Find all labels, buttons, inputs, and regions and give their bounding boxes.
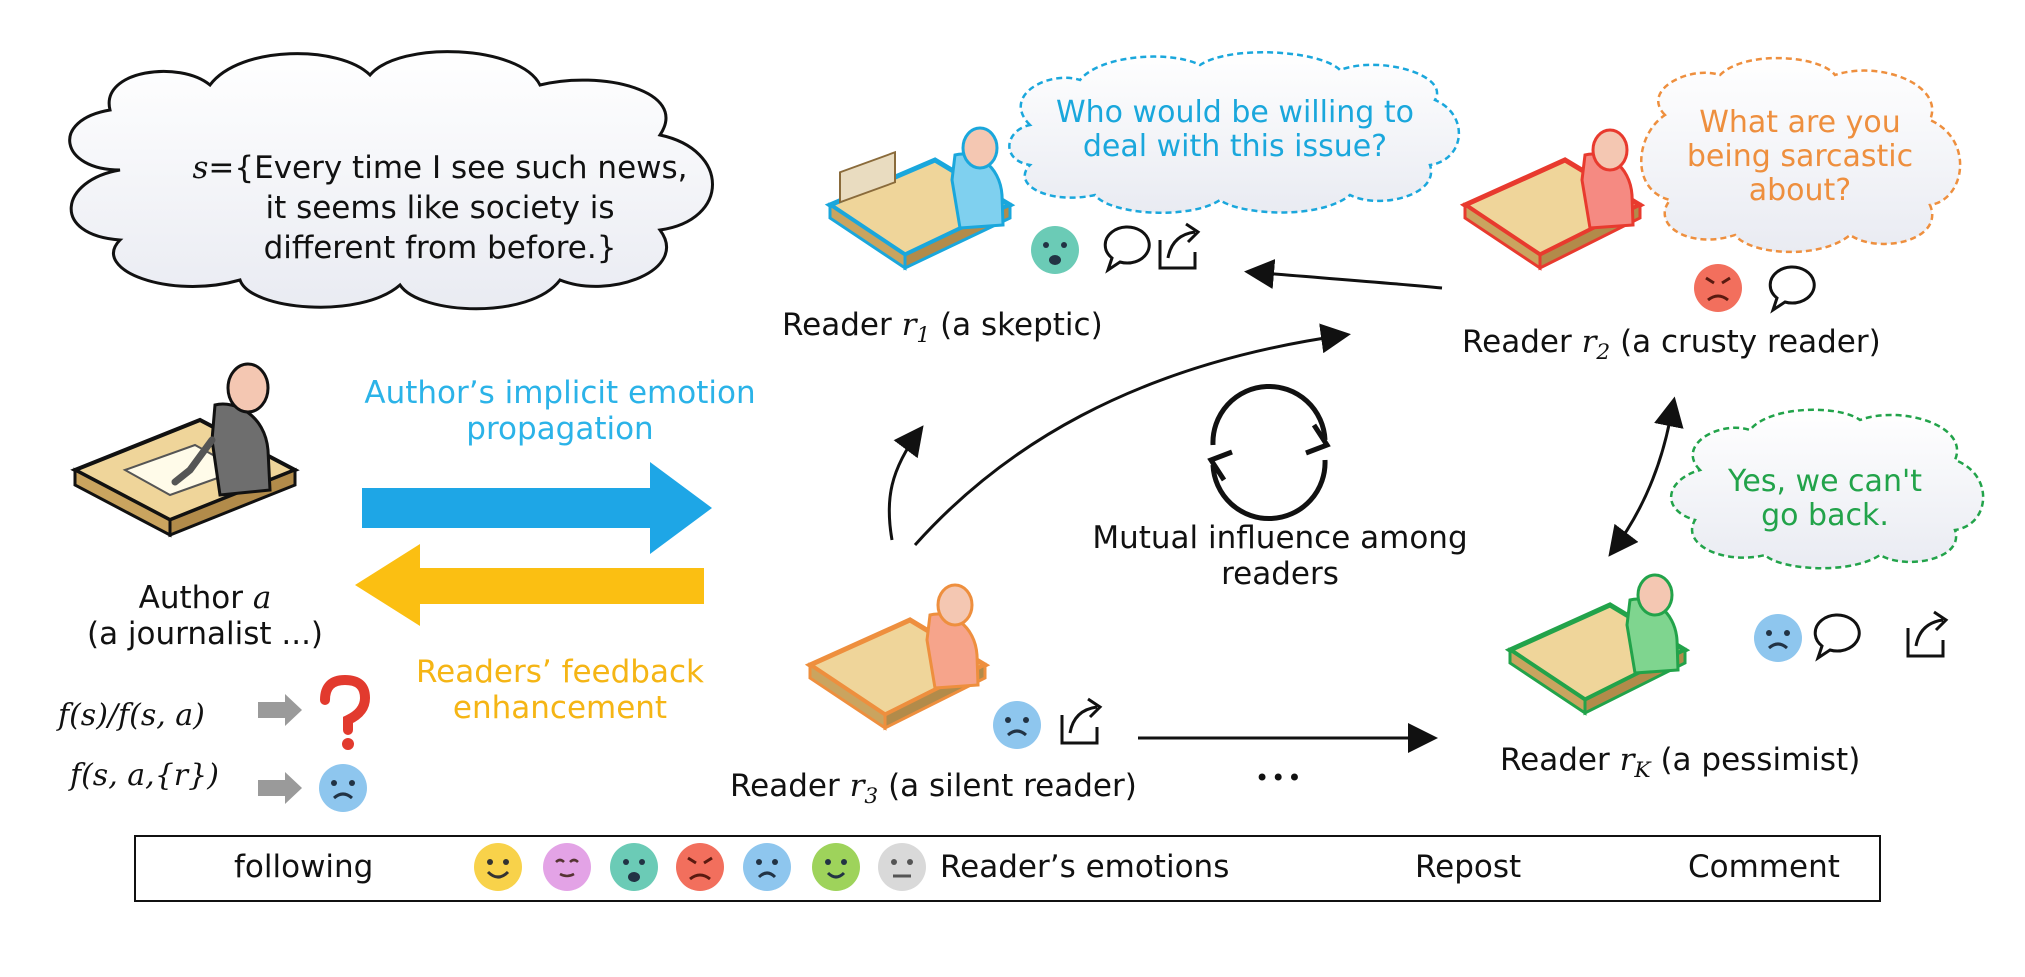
crusty-desk-icon: [1459, 128, 1646, 271]
author-post-text: s={Every time I see such news, it seems …: [180, 148, 700, 268]
author-desk-icon: [70, 362, 300, 538]
surprised-emoji-icon: [610, 843, 658, 891]
crusty-bubble-line3: about?: [1748, 173, 1852, 208]
crusty-speech-bubble: [1640, 56, 1962, 254]
post-var-s: s: [192, 150, 209, 186]
pessimist-comment-icon: [1813, 613, 1861, 662]
cycle-icon: [1207, 383, 1331, 522]
legend-following-label: following: [234, 849, 374, 885]
sad-emoji-icon: [743, 843, 791, 891]
post-line1: ={Every time I see such news,: [208, 150, 688, 186]
pessimist-bubble-line1: Yes, we can't: [1728, 464, 1922, 499]
author-thought-cloud: [68, 50, 714, 311]
happy-emoji-icon: [474, 843, 522, 891]
reader-rk-label: Reader rK (a pessimist): [1500, 742, 1861, 784]
r3-to-r2-follow-arrow: [913, 323, 1351, 547]
formula-sad-emoji-icon: [319, 764, 367, 812]
crusty-bubble-line1: What are you: [1699, 105, 1901, 140]
post-line2: it seems like society is: [265, 190, 615, 226]
legend-comment-label: Comment: [1688, 849, 1840, 885]
formula-with-readers: f(s, a,{r}): [70, 758, 219, 793]
feedback-enhancement-label: Readers’ feedback enhancement: [416, 654, 704, 726]
skeptic-bubble-text: Who would be willing to deal with this i…: [1040, 96, 1430, 164]
silent-sad-emoji-icon: [993, 701, 1041, 749]
crusty-angry-emoji-icon: [1694, 264, 1742, 312]
smile-emoji-icon: [812, 843, 860, 891]
silent-desk-icon: [804, 583, 991, 731]
skeptic-comment-icon: [1103, 225, 1151, 274]
author-label: Author a (a journalist ...): [60, 580, 350, 652]
pessimist-speech-bubble: [1669, 408, 1985, 570]
skeptic-repost-icon: [1158, 222, 1201, 270]
skeptic-desk-icon: [824, 126, 1016, 271]
legend-emotions-label: Reader’s emotions: [940, 849, 1230, 885]
formula2-grey-arrow: [258, 772, 302, 804]
question-mark-icon: [320, 674, 371, 750]
post-line3: different from before.}: [263, 230, 617, 266]
reader-r2-label: Reader r2 (a crusty reader): [1462, 324, 1881, 366]
silent-repost-icon: [1060, 697, 1103, 745]
mutual-influence-label: Mutual influence among readers: [1092, 520, 1468, 592]
skeptic-bubble-line2: deal with this issue?: [1082, 129, 1388, 164]
blush-emoji-icon: [543, 843, 591, 891]
reader-r3-label: Reader r3 (a silent reader): [730, 768, 1137, 810]
implicit-propagation-arrow: [362, 462, 712, 554]
pessimist-bubble-line2: go back.: [1761, 498, 1889, 533]
crusty-bubble-text: What are you being sarcastic about?: [1660, 106, 1940, 208]
pessimist-repost-icon: [1906, 610, 1949, 658]
pessimist-desk-icon: [1504, 573, 1691, 716]
pessimist-sad-emoji-icon: [1754, 614, 1802, 662]
author-role: (a journalist ...): [86, 616, 324, 652]
reader-r1-label: Reader r1 (a skeptic): [782, 307, 1103, 349]
r3-to-r1-follow-arrow: [887, 425, 924, 541]
skeptic-speech-bubble: [1008, 51, 1461, 214]
more-readers-ellipsis: •••: [1255, 764, 1304, 792]
crusty-bubble-line2: being sarcastic: [1686, 139, 1914, 174]
skeptic-surprised-emoji-icon: [1031, 226, 1079, 274]
r2-to-r1-follow-arrow: [1244, 259, 1443, 290]
legend-box: [134, 835, 1881, 902]
legend-repost-label: Repost: [1415, 849, 1522, 885]
pessimist-bubble-text: Yes, we can't go back.: [1690, 465, 1960, 533]
formula-baseline: f(s)/f(s, a): [58, 698, 205, 733]
implicit-propagation-label: Author’s implicit emotion propagation: [364, 375, 756, 447]
angry-emoji-icon: [676, 843, 724, 891]
neutral-emoji-icon: [878, 843, 926, 891]
crusty-comment-icon: [1768, 265, 1816, 314]
legend-emotion-faces: [474, 843, 926, 891]
feedback-enhancement-arrow: [355, 544, 704, 626]
r2-rk-mutual-arrow: [1608, 396, 1684, 557]
formula1-grey-arrow: [258, 694, 302, 726]
skeptic-bubble-line1: Who would be willing to: [1055, 95, 1414, 130]
